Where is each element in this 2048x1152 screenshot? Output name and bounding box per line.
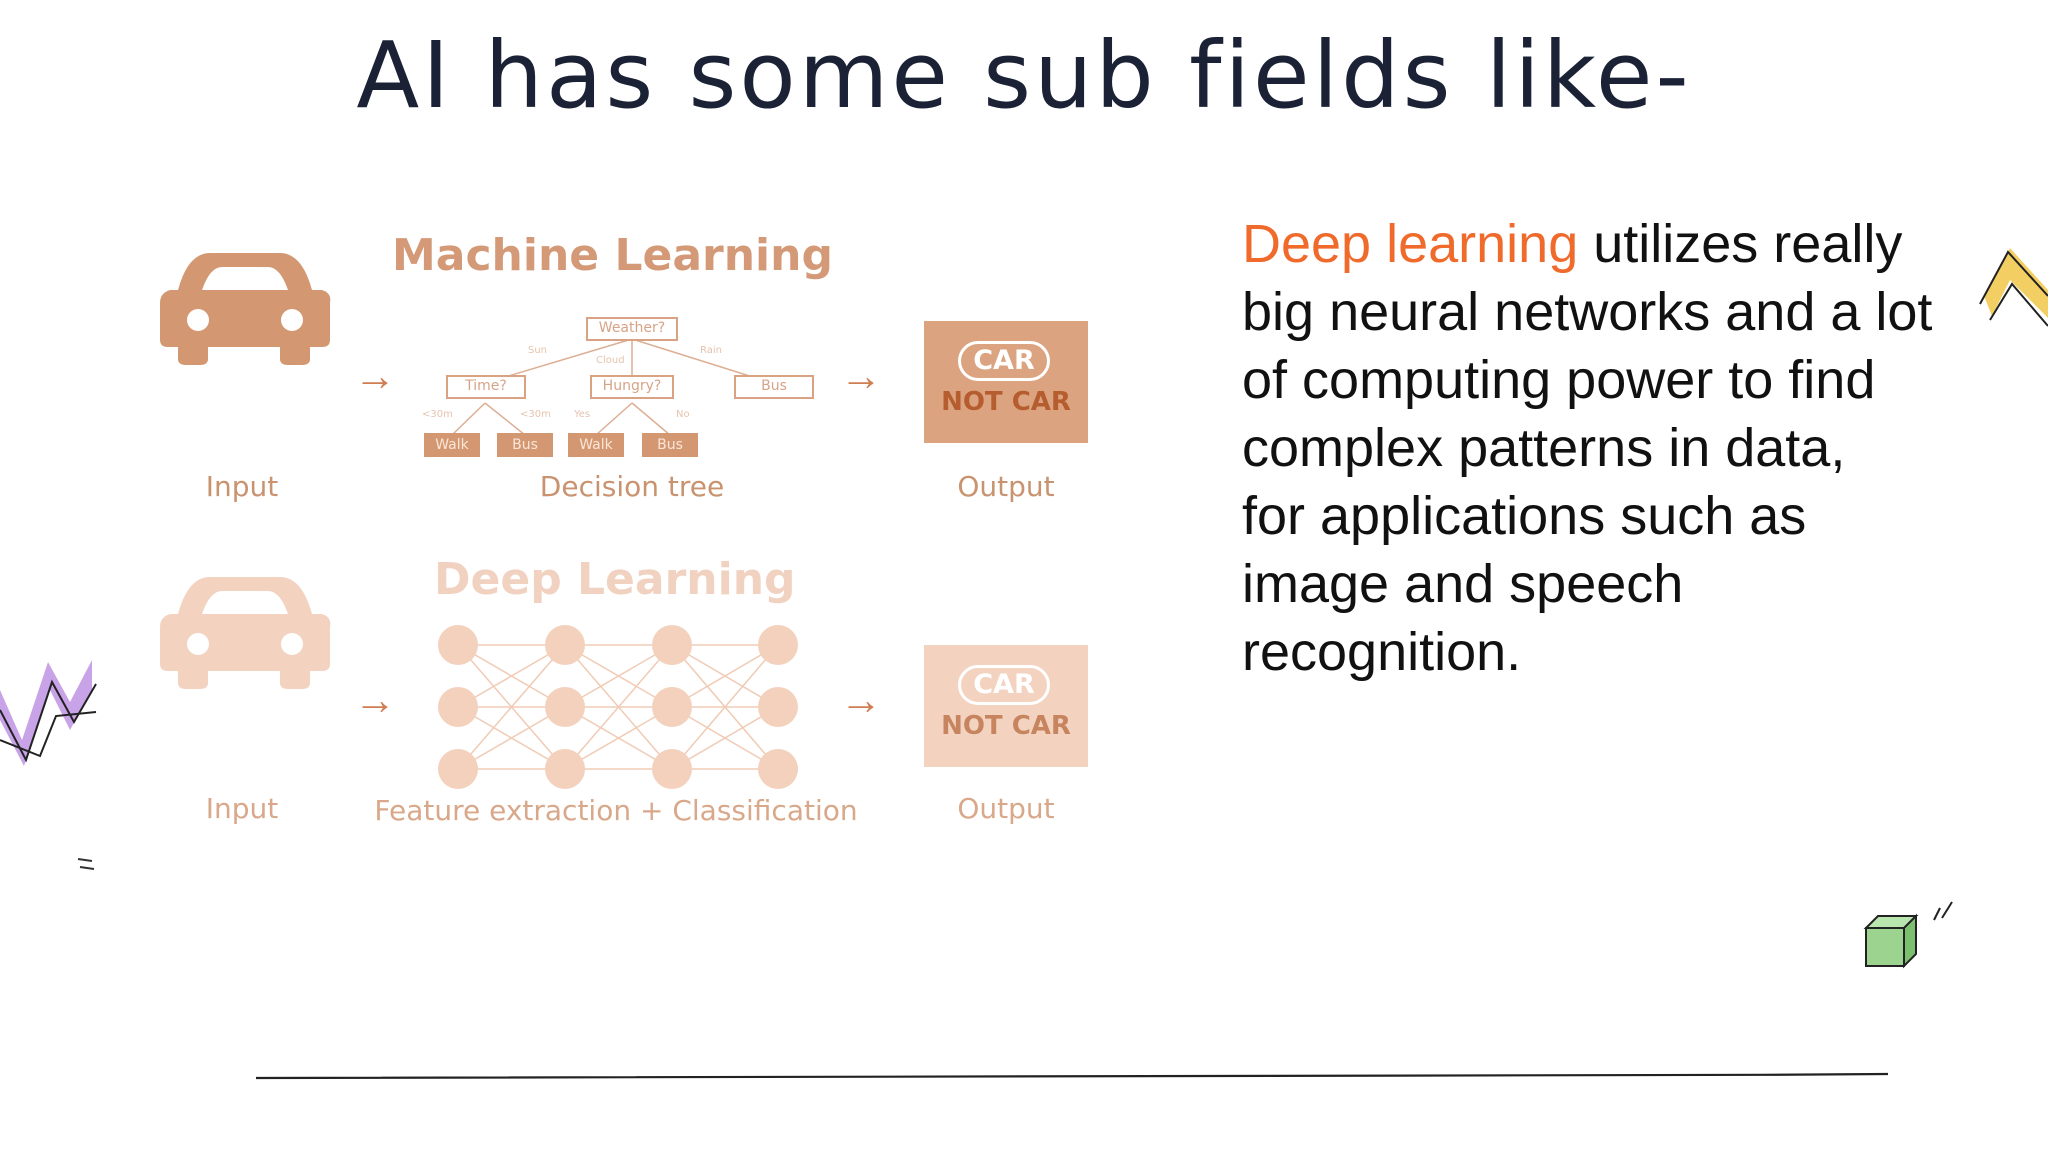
tree-leaf: Walk — [568, 433, 624, 457]
tree-edge-label: Yes — [574, 409, 591, 420]
hand-drawn-underline — [255, 1072, 1889, 1080]
neural-network — [438, 625, 798, 789]
tree-leaf: Bus — [642, 433, 698, 457]
tree-edge-label: No — [676, 409, 690, 420]
diagram-graphics — [160, 253, 798, 789]
car-icon-faint — [160, 577, 331, 689]
description-rest: utilizes really big neural networks and … — [1242, 214, 1933, 478]
ml-input-caption: Input — [205, 470, 279, 503]
tree-edge-label: <30m — [520, 409, 551, 420]
arrow-right-icon: → — [354, 676, 396, 723]
dl-output-caption: Output — [957, 792, 1055, 825]
tree-edge-label: Sun — [528, 345, 548, 356]
car-icon — [160, 253, 331, 365]
ml-output-caption: Output — [957, 470, 1055, 503]
dash-marks — [77, 858, 95, 870]
dl-input-caption: Input — [205, 792, 279, 825]
arrow-right-icon: → — [840, 676, 882, 723]
tree-leaf: Bus — [497, 433, 553, 457]
ml-middle-caption: Decision tree — [539, 470, 725, 503]
tree-edge-label: Rain — [700, 345, 722, 356]
tree-node-hungry: Hungry? — [590, 375, 674, 399]
nn-edges — [457, 644, 779, 770]
deep-learning-description: Deep learning utilizes really big neural… — [1242, 210, 1942, 686]
not-car-label: NOT CAR — [941, 387, 1071, 417]
purple-zigzag-doodle — [0, 660, 97, 766]
dl-section-title: Deep Learning — [434, 554, 796, 605]
yellow-zigzag-doodle — [1979, 248, 2048, 327]
nn-nodes — [438, 625, 798, 789]
car-badge: CAR — [958, 341, 1050, 381]
arrow-right-icon: → — [840, 352, 882, 399]
ml-vs-dl-diagram: Machine Learning Deep Learning Weather? … — [140, 215, 1120, 875]
tree-root-node: Weather? — [586, 317, 678, 341]
highlight-term: Deep learning — [1242, 214, 1579, 274]
tree-node-bus: Bus — [734, 375, 814, 399]
ml-section-title: Machine Learning — [392, 230, 833, 281]
dl-output-box: CAR NOT CAR — [924, 645, 1088, 767]
description-applications: for applications such as image and speec… — [1242, 486, 1807, 682]
arrow-right-icon: → — [354, 352, 396, 399]
slide-title: AI has some sub fields like- — [356, 22, 1692, 129]
tree-node-time: Time? — [446, 375, 526, 399]
green-cube-doodle — [1863, 901, 1953, 969]
tree-edge-label: <30m — [422, 409, 453, 420]
car-badge: CAR — [958, 665, 1050, 705]
tree-edge-label: Cloud — [596, 355, 625, 366]
tree-leaf: Walk — [424, 433, 480, 457]
ml-output-box: CAR NOT CAR — [924, 321, 1088, 443]
dl-middle-caption: Feature extraction + Classification — [374, 794, 858, 827]
not-car-label: NOT CAR — [941, 711, 1071, 741]
